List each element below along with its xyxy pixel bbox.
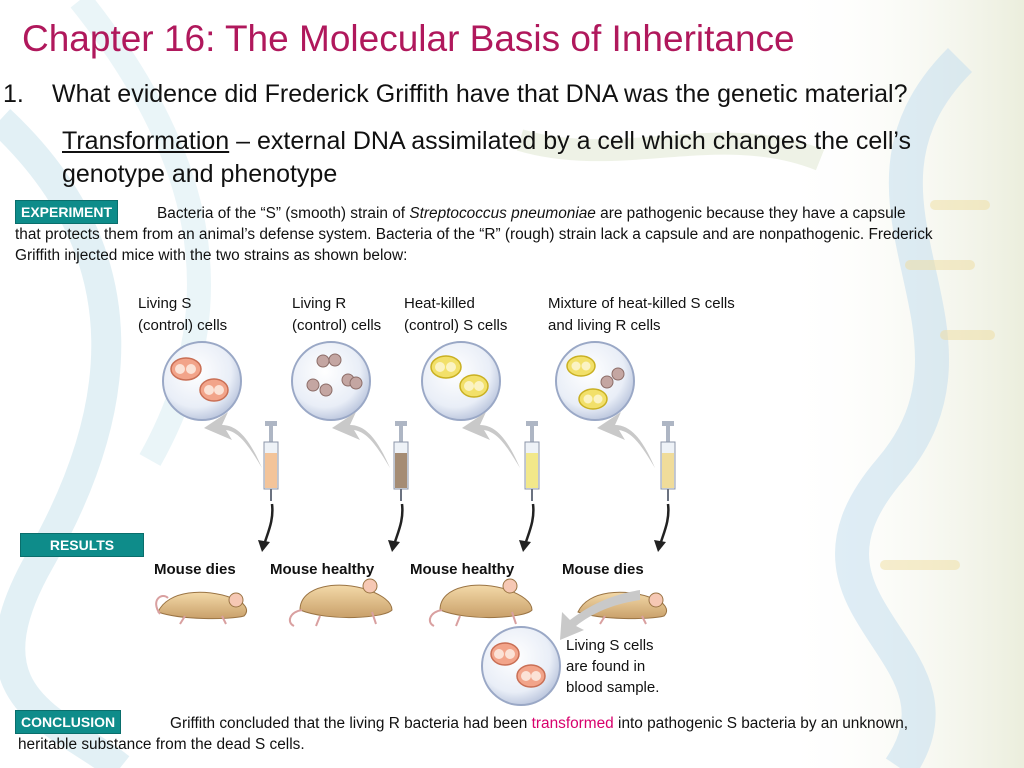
definition: Transformation – external DNA assimilate… [62, 125, 942, 191]
column-label-line: (control) cells [292, 317, 382, 334]
species-name: Streptococcus pneumoniae [409, 205, 596, 222]
syringe-4 [660, 421, 676, 501]
results-tag: RESULTS [20, 533, 144, 557]
dish-heat-killed-s [421, 341, 501, 421]
blood-sample-note: Living S cells are found in blood sample… [566, 635, 659, 698]
conclusion-text-part: into pathogenic S bacteria by an unknown… [18, 715, 909, 753]
blood-note-line: blood sample. [566, 679, 660, 696]
mouse-dead-1 [155, 591, 247, 625]
mouse-healthy-2 [428, 578, 533, 627]
column-label: Living S (control) cells [138, 293, 227, 337]
column-label: Living R (control) cells [292, 293, 381, 337]
dish-living-r [291, 341, 371, 421]
column-label-line: (control) S cells [404, 317, 508, 334]
experiment-text-part: are pathogenic because they have a capsu… [15, 205, 933, 264]
definition-text: – external DNA assimilated by a cell whi… [62, 127, 912, 188]
column-label-line: Mixture of heat-killed S cells [548, 295, 735, 312]
result-label: Mouse dies [562, 561, 644, 578]
column-label: Heat-killed (control) S cells [404, 293, 507, 337]
blood-sample-arrow [560, 590, 640, 640]
column-label-line: (control) cells [138, 317, 228, 334]
result-label: Mouse healthy [270, 561, 375, 578]
column-label-line: Living S [138, 295, 192, 312]
injection-arrows [262, 503, 670, 546]
slide-title: Chapter 16: The Molecular Basis of Inher… [22, 18, 795, 59]
conclusion-text-part: Griffith concluded that the living R bac… [170, 715, 532, 732]
conclusion-highlight: transformed [531, 715, 614, 732]
dish-mixture [555, 341, 635, 421]
dish-blood-sample [481, 626, 561, 706]
syringe-3 [524, 421, 540, 501]
column-label-line: and living R cells [548, 317, 661, 334]
mouse-dead-2 [577, 591, 667, 625]
experiment-text: Bacteria of the “S” (smooth) strain of S… [15, 203, 935, 266]
s-cell-capsule [199, 378, 229, 402]
blood-note-line: Living S cells [566, 637, 654, 654]
mouse-healthy-1 [288, 578, 393, 627]
s-cell-capsule [170, 357, 202, 381]
experiment-tag: EXPERIMENT [15, 200, 119, 224]
conclusion-text: Griffith concluded that the living R bac… [18, 713, 938, 755]
question-text: What evidence did Frederick Griffith hav… [52, 80, 908, 108]
result-label: Mouse healthy [410, 561, 515, 578]
dish-living-s [162, 341, 242, 421]
transfer-arrows [204, 412, 655, 468]
column-label-line: Heat-killed [404, 295, 475, 312]
blood-note-line: are found in [566, 658, 646, 675]
syringe-1 [263, 421, 279, 501]
syringe-2 [393, 421, 409, 501]
column-label-line: Living R [292, 295, 347, 312]
experiment-text-part: Bacteria of the “S” (smooth) strain of [157, 205, 410, 222]
definition-term: Transformation [62, 127, 230, 155]
column-label: Mixture of heat-killed S cells and living… [548, 293, 735, 337]
result-label: Mouse dies [154, 561, 236, 578]
conclusion-tag: CONCLUSION [15, 710, 122, 734]
question-number: 1. [3, 80, 24, 108]
